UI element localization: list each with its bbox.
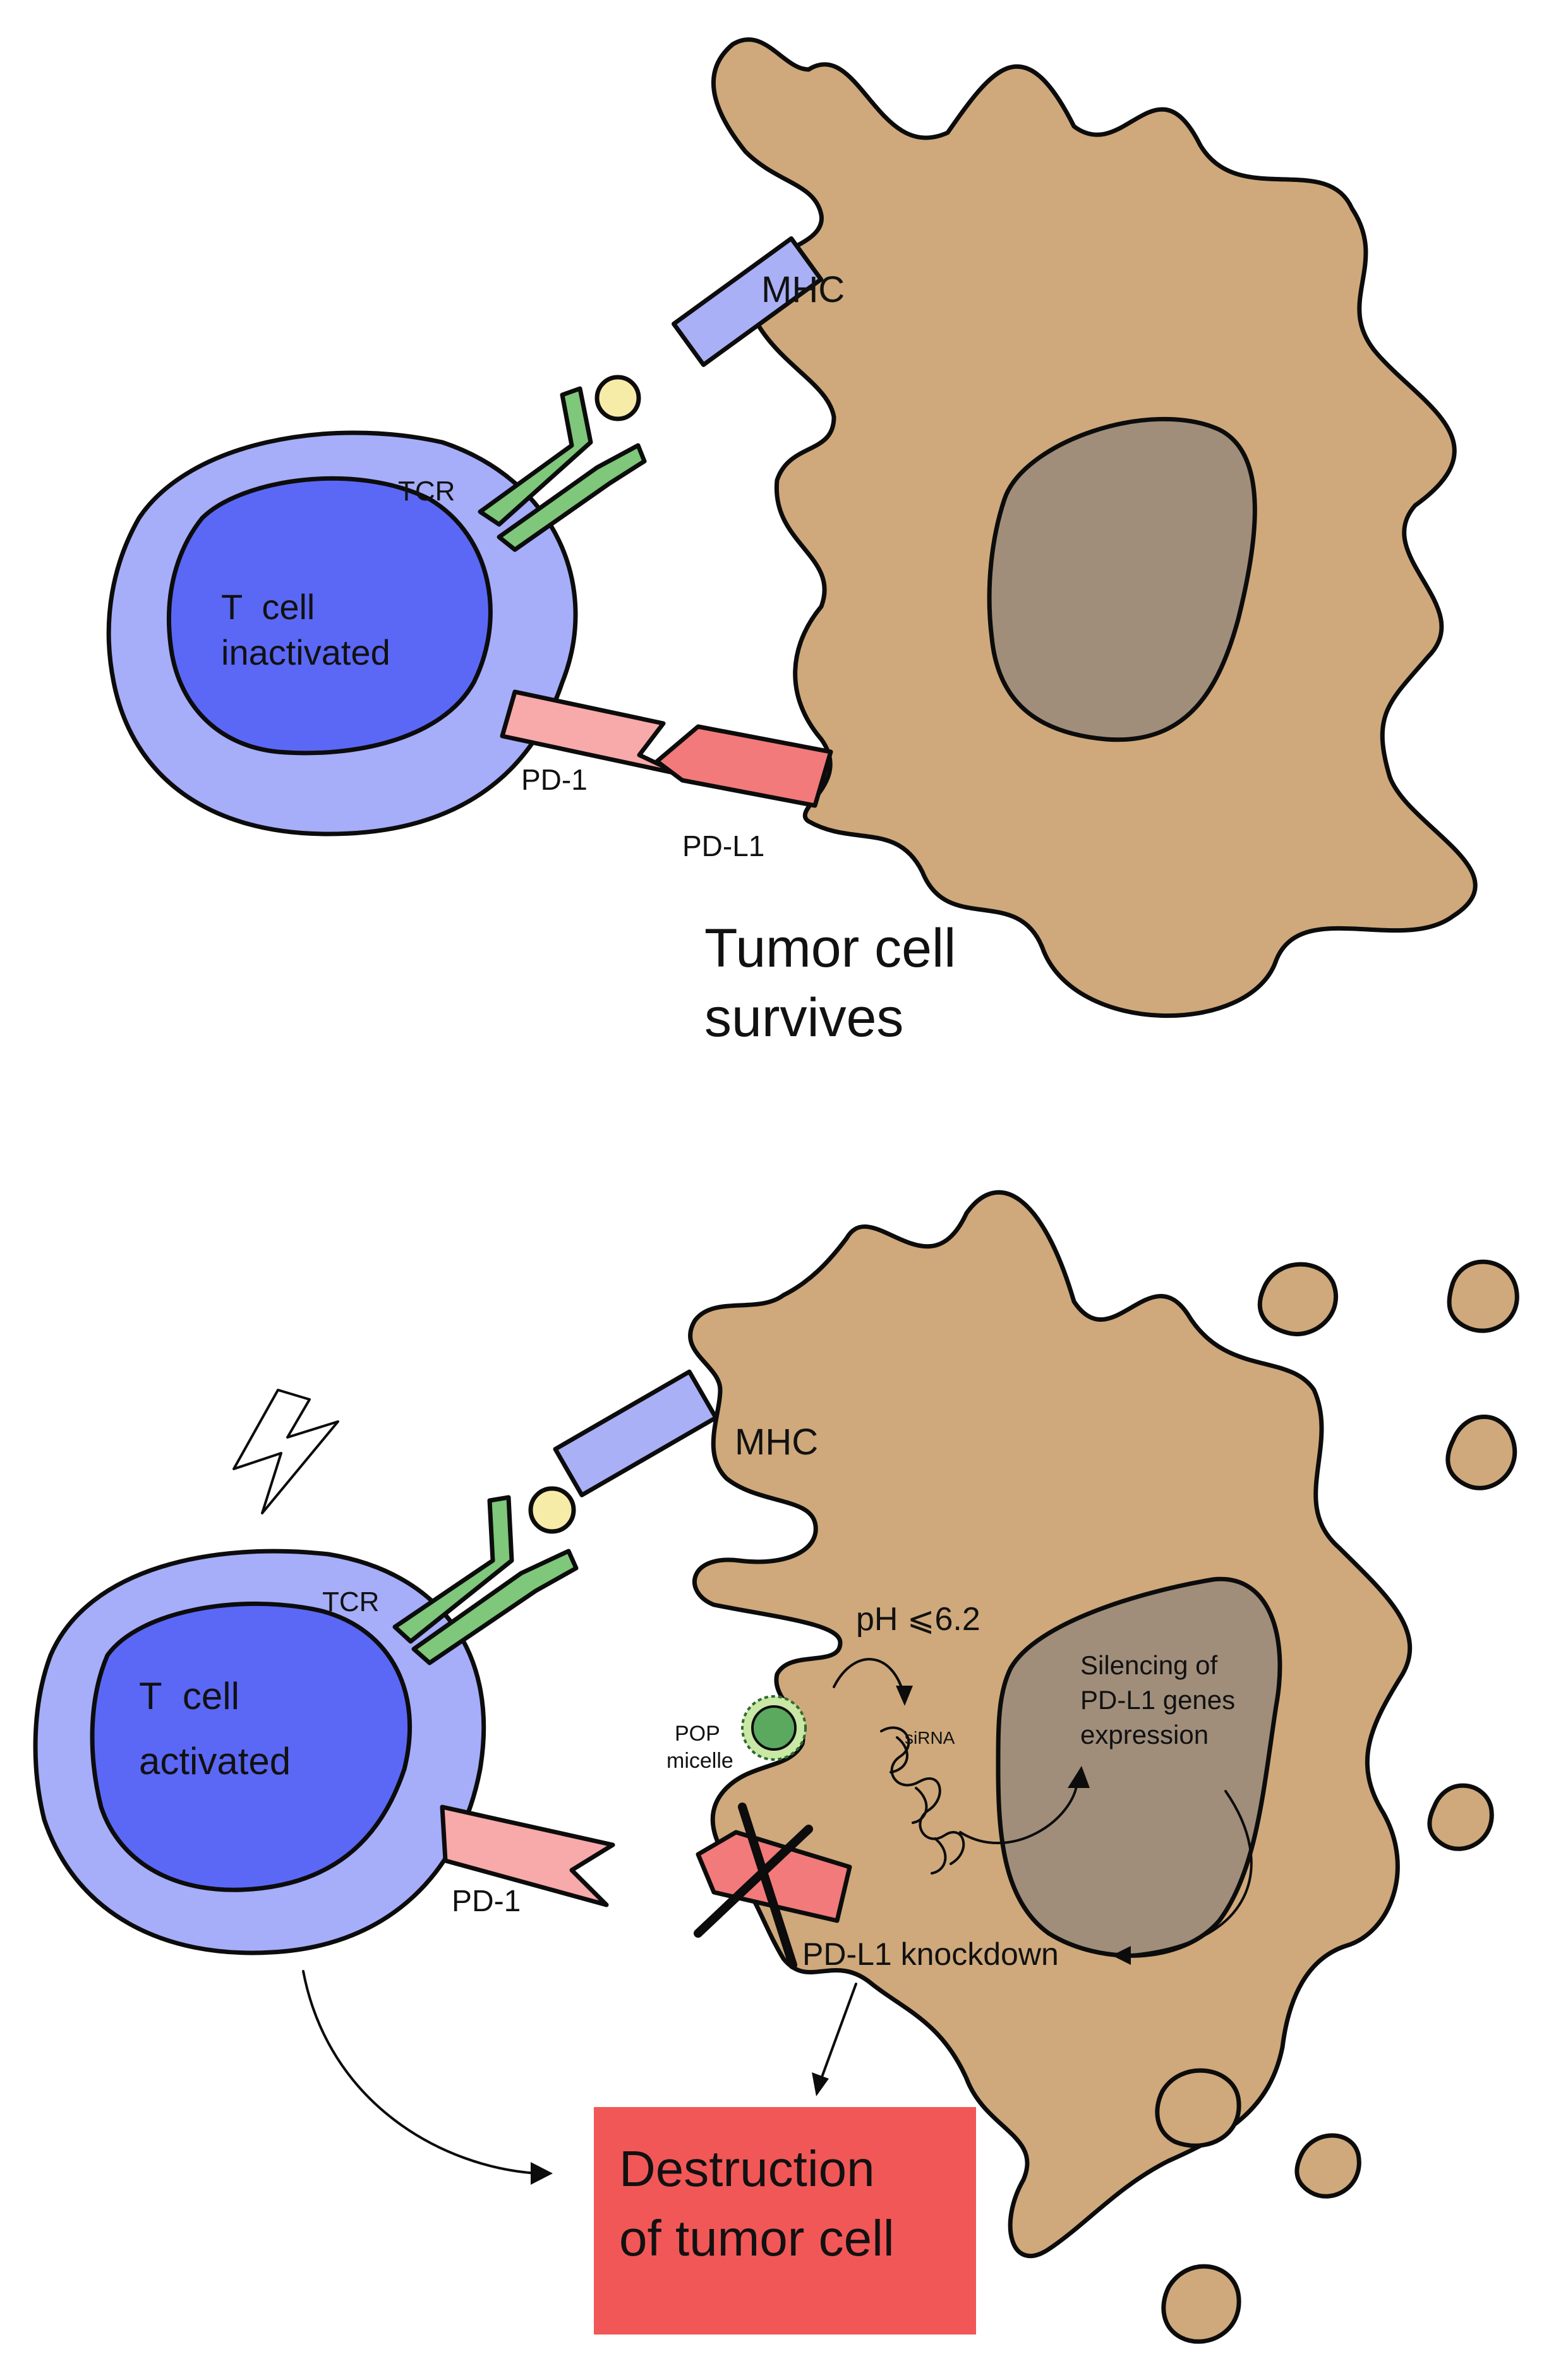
lightning-icon xyxy=(232,1389,339,1514)
tumor-fragments xyxy=(1155,1259,1519,2344)
sirna-label: siRNA xyxy=(905,1728,955,1748)
knockdown-label: PD-L1 knockdown xyxy=(802,1936,1059,1972)
fragment-7 xyxy=(1161,2264,1241,2344)
pd1-label-bottom: PD-1 xyxy=(452,1885,521,1918)
tcr-label-top: TCR xyxy=(398,476,455,507)
fragment-1 xyxy=(1257,1262,1339,1336)
fragment-3 xyxy=(1445,1415,1517,1490)
arrow-sirna-to-nucleus xyxy=(959,1780,1078,1845)
silencing-label-line1: Silencing of xyxy=(1080,1650,1217,1680)
destruction-label-line2: of tumor cell xyxy=(619,2210,895,2266)
pop-micelle-icon xyxy=(741,1695,807,1761)
sirna-helix-strand xyxy=(890,1736,947,1875)
tcr-top xyxy=(478,386,647,552)
fragment-2 xyxy=(1447,1259,1519,1333)
mhc-bottom xyxy=(553,1369,718,1497)
fragment-4 xyxy=(1427,1783,1494,1851)
tcell-label-top-line1: T cell xyxy=(221,587,315,627)
arrowhead-silencing-to-knockdown xyxy=(1112,1946,1131,1965)
micelle-label-line1: POP xyxy=(675,1722,720,1746)
knockdown-cross-1 xyxy=(738,1803,797,1969)
pd1-bottom xyxy=(440,1804,615,1907)
top-panel: MHC TCR T cell inactivated PD-1 PD-L1 Tu… xyxy=(106,37,1478,1048)
pd1-top xyxy=(500,689,682,776)
arrow-silencing-to-knockdown xyxy=(1123,1790,1253,1957)
fragment-5 xyxy=(1155,2068,1241,2148)
tumor-nucleus-bottom xyxy=(996,1576,1282,1958)
pdl1-bottom xyxy=(696,1830,852,1923)
arrowhead-tcell-to-destruction xyxy=(531,2162,553,2185)
arrow-ph-to-sirna xyxy=(833,1658,905,1694)
knockdown-cross-2 xyxy=(694,1825,813,1938)
tcell-inner-bottom xyxy=(90,1601,412,1892)
destruction-box xyxy=(594,2107,976,2335)
ph-label: pH ⩽6.2 xyxy=(856,1601,980,1638)
arrowhead-knockdown-to-destruction xyxy=(812,2072,829,2096)
mhc-label-bottom: MHC xyxy=(735,1422,818,1463)
arrowhead-ph-to-sirna xyxy=(896,1686,913,1706)
pdl1-label-top: PD-L1 xyxy=(682,830,764,862)
tumor-outcome-top-line2: survives xyxy=(704,988,903,1048)
silencing-label-line2: PD-L1 genes xyxy=(1080,1685,1235,1715)
tcell-inner-top xyxy=(167,476,493,756)
tcell-label-bottom-line1: T cell xyxy=(139,1675,239,1717)
antigen-bottom xyxy=(528,1486,576,1534)
tcell-label-top-line2: inactivated xyxy=(221,632,390,672)
arrows xyxy=(302,1658,1253,2185)
mhc-top xyxy=(671,236,824,367)
tcr-label-bottom: TCR xyxy=(322,1586,379,1617)
fragment-6 xyxy=(1294,2133,1361,2199)
antigen-top xyxy=(594,375,641,421)
pdl1-top xyxy=(654,724,833,808)
tcr-bottom xyxy=(392,1495,579,1665)
arrow-tcell-to-destruction xyxy=(302,1970,538,2175)
mhc-label-top: MHC xyxy=(761,269,845,310)
arrowhead-sirna-to-nucleus xyxy=(1068,1766,1090,1788)
micelle-label-line2: micelle xyxy=(666,1749,733,1773)
pd1-label-top: PD-1 xyxy=(521,763,588,796)
tcell-label-bottom-line2: activated xyxy=(139,1740,291,1782)
bottom-panel: MHC TCR T cell activated PD-1 pH ⩽6.2 PO… xyxy=(33,1190,1519,2344)
tumor-nucleus-top xyxy=(987,416,1257,742)
destruction-label-line1: Destruction xyxy=(619,2141,875,2197)
silencing-label-line3: expression xyxy=(1080,1720,1209,1749)
tumor-outcome-top-line1: Tumor cell xyxy=(704,918,956,979)
arrow-knockdown-to-destruction xyxy=(820,1983,857,2080)
